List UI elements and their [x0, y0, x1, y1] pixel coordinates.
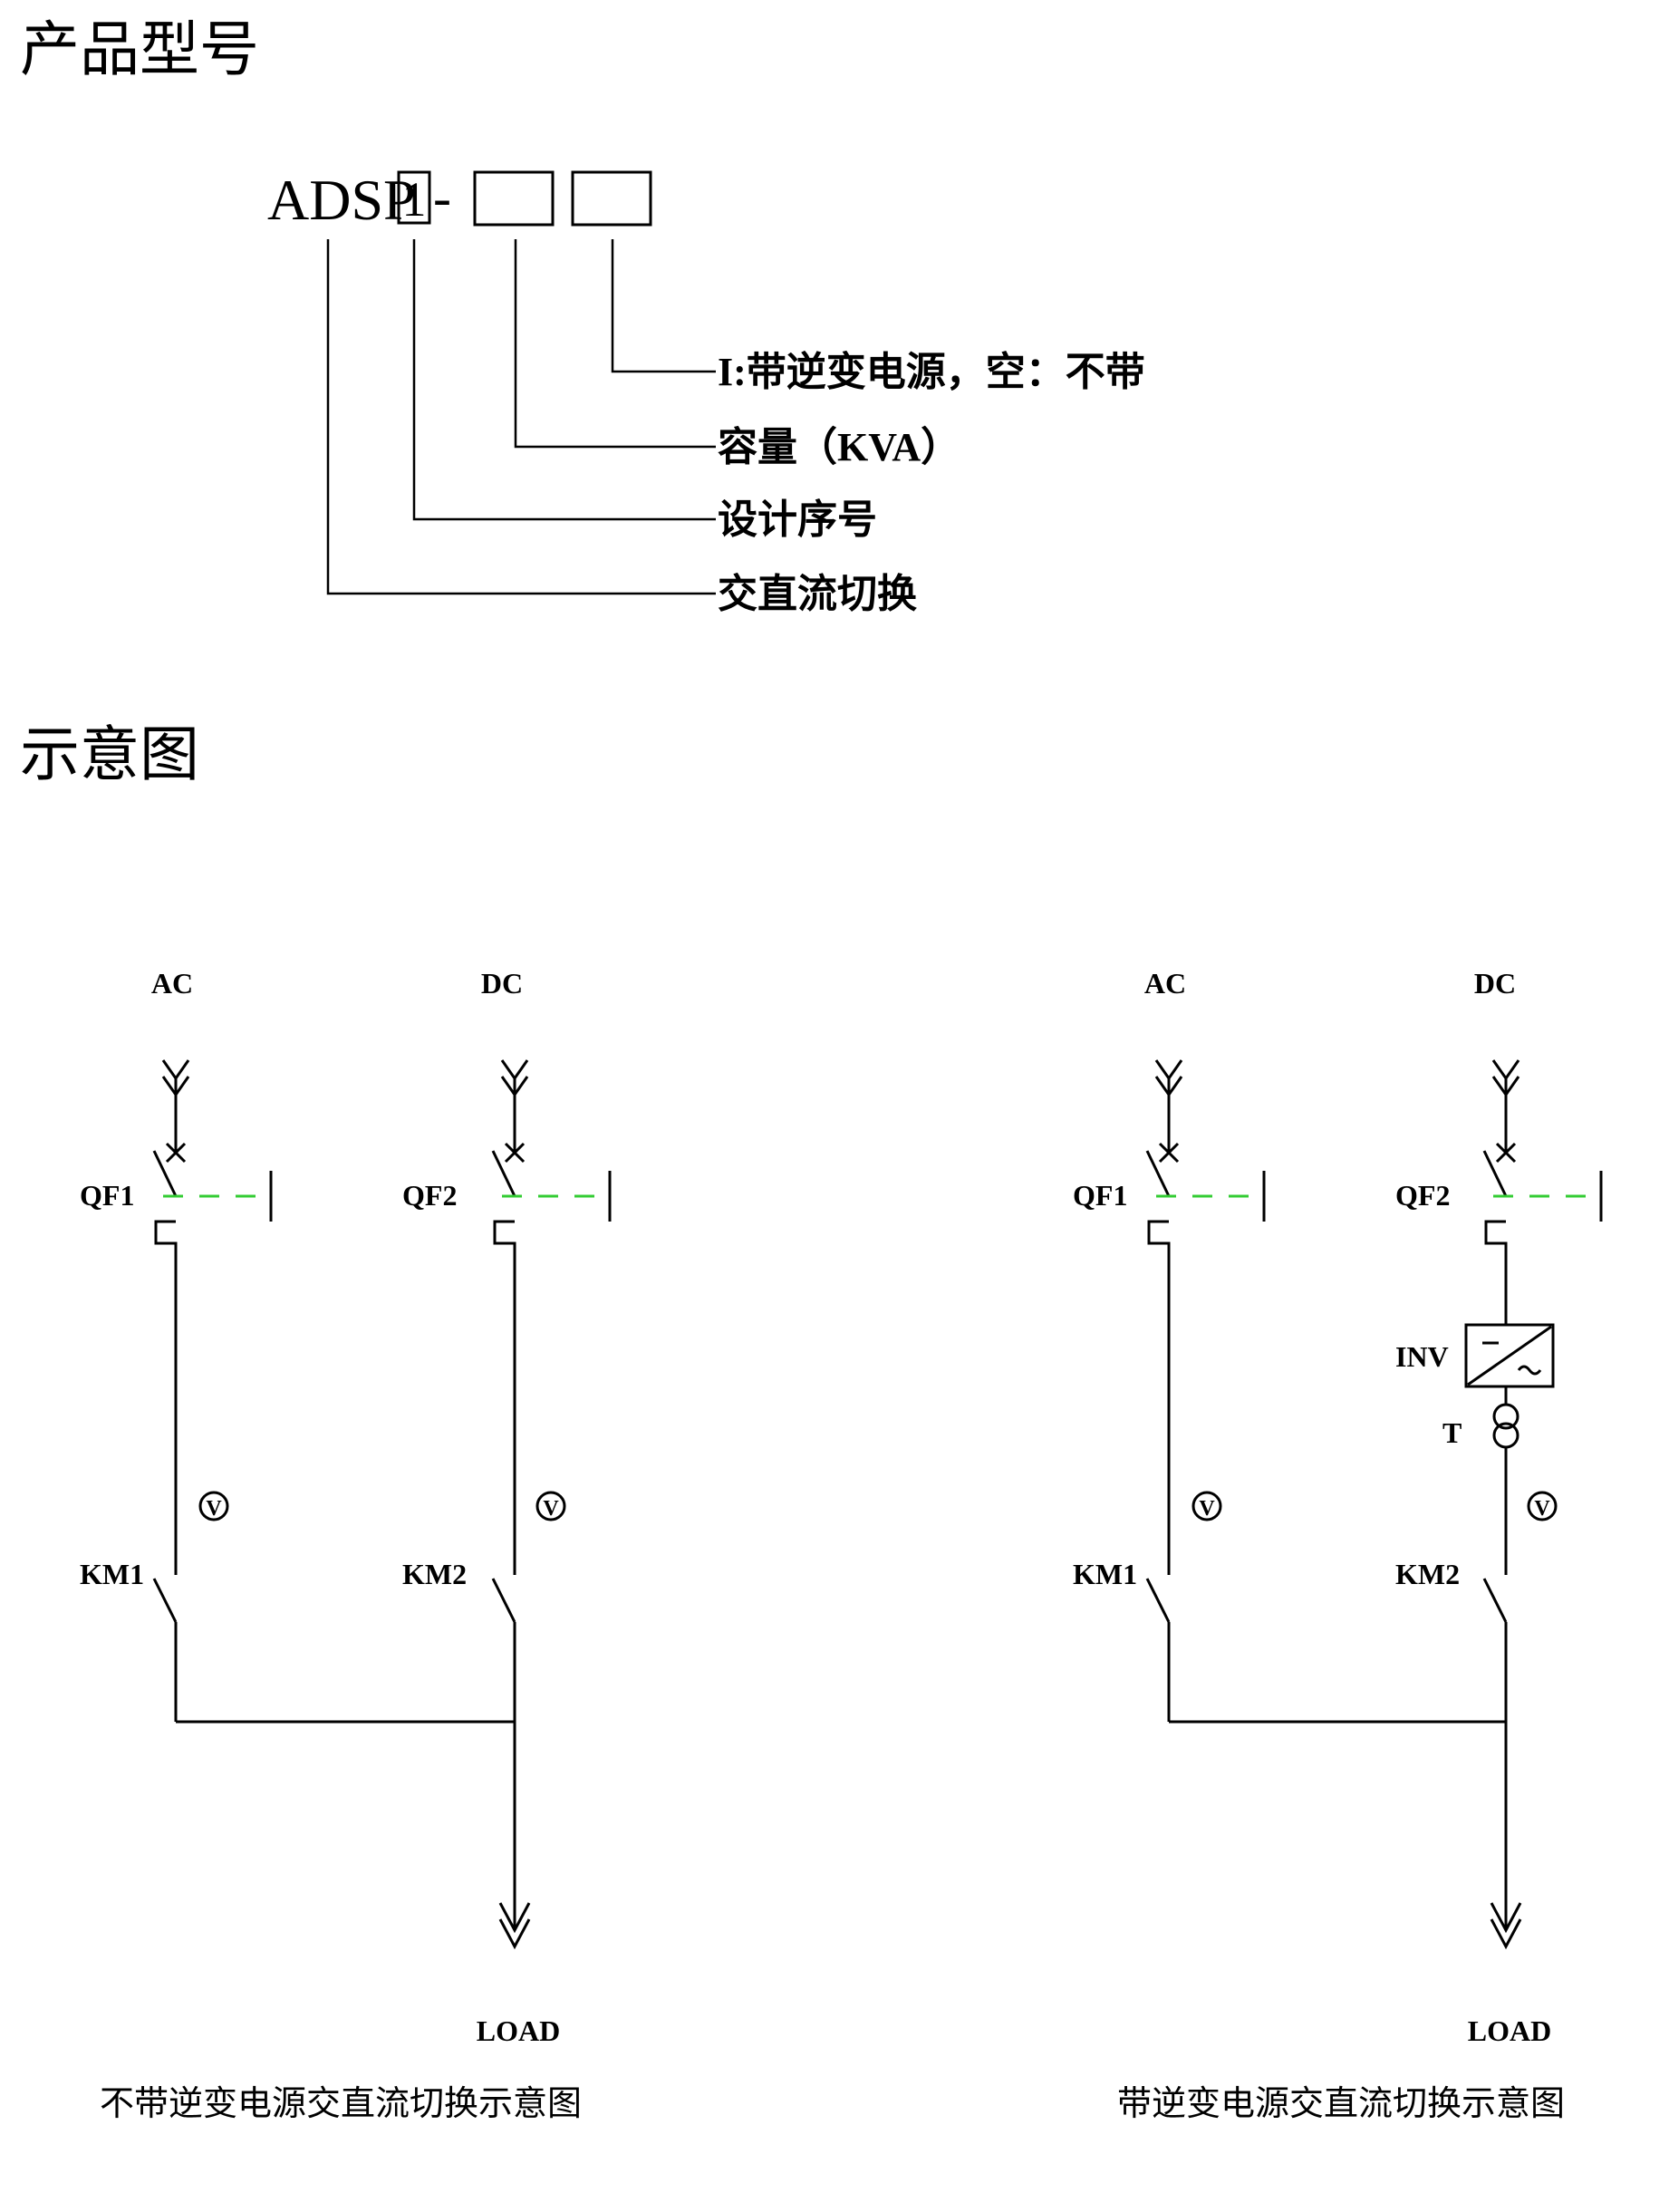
inverter-diagonal — [1467, 1325, 1552, 1386]
qf1-trip-coil — [154, 1220, 178, 1278]
label-load-r: LOAD — [1468, 2014, 1551, 2047]
section-title-model: 产品型号 — [20, 14, 259, 84]
load-arrow — [498, 1902, 531, 1950]
qf1-cross-r — [1158, 1142, 1180, 1164]
label-dc: DC — [481, 967, 523, 1000]
model-code: ADSP 1 - — [267, 168, 652, 232]
qf2-cross-r — [1495, 1142, 1517, 1164]
label-km1: KM1 — [80, 1558, 144, 1590]
voltmeter-1-r — [1191, 1491, 1222, 1521]
legend-design-serial: 设计序号 — [718, 497, 877, 542]
qf2-trip-coil — [493, 1220, 516, 1278]
label-km2: KM2 — [402, 1558, 467, 1590]
load-arrow-r — [1490, 1902, 1522, 1950]
label-load: LOAD — [477, 2014, 560, 2047]
qf1-blade — [152, 1150, 178, 1197]
meter-1-letter-r: V — [1199, 1497, 1215, 1521]
voltmeter-2 — [535, 1491, 566, 1521]
inverter-box — [1464, 1323, 1555, 1388]
label-inv: INV — [1395, 1340, 1449, 1373]
label-km2-r: KM2 — [1395, 1558, 1460, 1590]
model-box-capacity — [473, 170, 555, 227]
model-box-series — [397, 170, 431, 225]
transformer-coil-1 — [1492, 1403, 1519, 1430]
label-km1-r: KM1 — [1073, 1558, 1137, 1590]
qf2-blade — [491, 1150, 516, 1197]
model-leader-lines — [326, 239, 716, 595]
qf2-cross — [504, 1142, 526, 1164]
diagram-with-inverter — [1145, 1059, 1603, 1950]
label-ac-r: AC — [1144, 967, 1186, 1000]
legend-inverter: I:带逆变电源，空：不带 — [718, 350, 1145, 394]
voltmeter-2-r — [1527, 1491, 1558, 1521]
voltmeter-1 — [198, 1491, 229, 1521]
qf1-trip-coil-r — [1147, 1220, 1171, 1278]
km1-contact-r — [1145, 1578, 1171, 1623]
model-dash: - — [433, 168, 451, 227]
label-ac: AC — [151, 967, 193, 1000]
qf1-blade-r — [1145, 1150, 1171, 1197]
qf1-cross — [165, 1142, 187, 1164]
meter-2-letter: V — [543, 1497, 559, 1521]
label-transformer: T — [1442, 1416, 1462, 1449]
qf2-trip-coil-r — [1484, 1220, 1508, 1278]
diagram-left-labels: AC DC QF1 QF2 KM1 KM2 V V LOAD — [80, 967, 560, 2047]
label-qf2-r: QF2 — [1395, 1179, 1450, 1212]
meter-1-letter: V — [206, 1497, 222, 1521]
section-title-schematic: 示意图 — [20, 720, 199, 789]
km2-contact — [491, 1578, 516, 1623]
label-dc-r: DC — [1474, 967, 1516, 1000]
model-legend: I:带逆变电源，空：不带 容量（KVA） 设计序号 交直流切换 — [718, 350, 1145, 616]
diagram-without-inverter — [152, 1059, 612, 1950]
inverter-ac-mark — [1517, 1365, 1542, 1376]
model-box-series-value: 1 — [402, 172, 427, 227]
label-qf1: QF1 — [80, 1179, 134, 1212]
label-qf2: QF2 — [402, 1179, 457, 1212]
model-prefix: ADSP — [267, 168, 416, 232]
caption-without-inverter: 不带逆变电源交直流切换示意图 — [100, 2083, 582, 2123]
meter-2-letter-r: V — [1534, 1497, 1550, 1521]
legend-capacity: 容量（KVA） — [718, 425, 960, 469]
caption-with-inverter: 带逆变电源交直流切换示意图 — [1117, 2083, 1565, 2123]
label-qf1-r: QF1 — [1073, 1179, 1127, 1212]
model-box-inverter — [571, 170, 652, 227]
km2-contact-r — [1482, 1578, 1508, 1623]
diagram-right-labels: AC DC QF1 QF2 INV T KM1 KM2 V V LOAD — [1073, 967, 1551, 2047]
km1-contact — [152, 1578, 178, 1623]
qf2-blade-r — [1482, 1150, 1508, 1197]
legend-acdc-switch: 交直流切换 — [718, 572, 917, 616]
